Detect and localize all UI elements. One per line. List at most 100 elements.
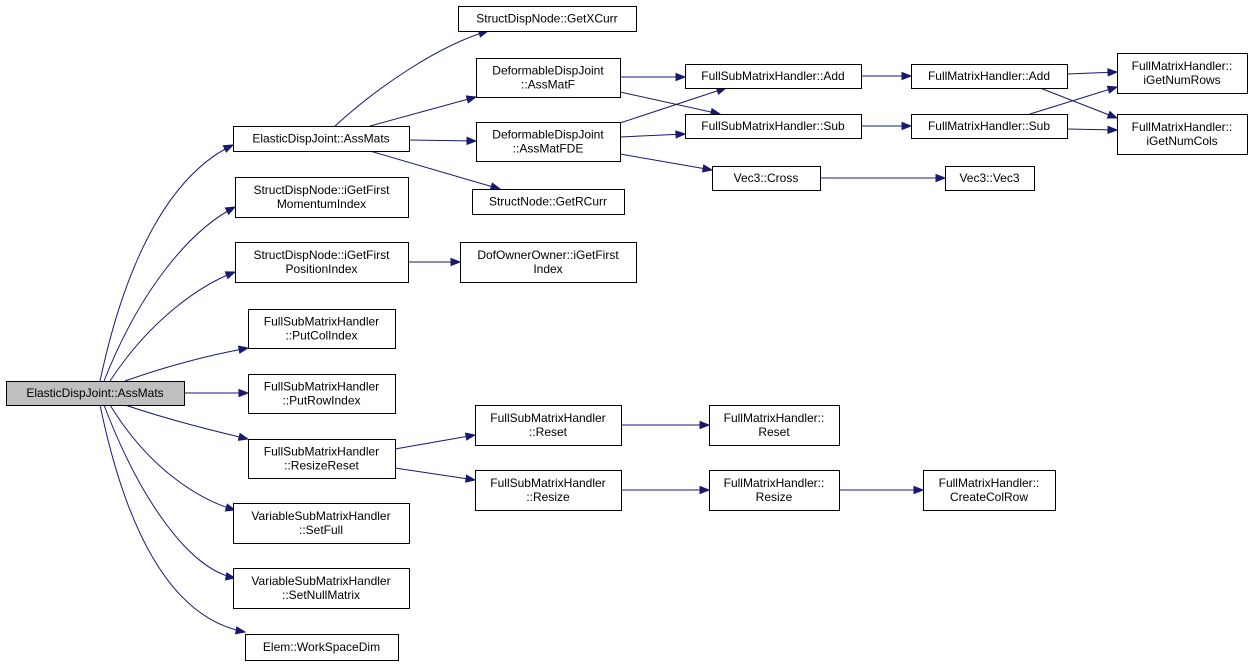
node-label: ::AssMatFDE — [513, 142, 584, 156]
node-box — [472, 189, 625, 215]
edge-fsmh_sub-to-fmh_sub — [861, 121, 913, 131]
node-label: ::AssMatF — [521, 78, 575, 92]
edge-root-to-fsmh_putrowindex — [184, 388, 250, 398]
node-elem_workspacedim[interactable]: Elem::WorkSpaceDim — [245, 634, 399, 661]
node-label: ::SetFull — [299, 523, 343, 537]
node-fsmh_reset[interactable]: FullSubMatrixHandler::Reset — [475, 405, 622, 446]
node-fmh_add[interactable]: FullMatrixHandler::Add — [911, 64, 1068, 89]
node-ddj_assmatfde[interactable]: DeformableDispJoint::AssMatFDE — [476, 122, 621, 162]
node-fmh_igetnumrows[interactable]: FullMatrixHandler::iGetNumRows — [1117, 53, 1248, 94]
node-label: FullSubMatrixHandler — [264, 380, 379, 394]
node-fsmh_putrowindex[interactable]: FullSubMatrixHandler::PutRowIndex — [248, 374, 396, 414]
node-fsmh_resizereset[interactable]: FullSubMatrixHandler::ResizeReset — [248, 439, 396, 479]
edge-fmh_add-to-fmh_igetnumcols — [1039, 87, 1119, 119]
arrowhead — [222, 144, 235, 153]
node-box — [911, 114, 1068, 139]
node-ddj_assmatf[interactable]: DeformableDispJoint::AssMatF — [476, 58, 621, 98]
node-label: DofOwnerOwner::iGetFirst — [477, 248, 619, 262]
arrowhead — [224, 271, 237, 280]
edge-ddj_assmatfde-to-vec3_cross — [619, 153, 714, 173]
call-graph-nodes: ElasticDispJoint::AssMatsElasticDispJoin… — [6, 6, 1248, 661]
arrowhead — [913, 485, 925, 495]
arrowhead — [1107, 68, 1119, 77]
node-label: ElasticDispJoint::AssMats — [252, 132, 389, 146]
node-box — [945, 166, 1035, 191]
node-label: ::PutRowIndex — [282, 394, 360, 408]
node-label: VariableSubMatrixHandler — [251, 574, 390, 588]
arrowhead — [901, 71, 913, 81]
node-label: DeformableDispJoint — [492, 128, 604, 142]
node-sdn_getxcurr[interactable]: StructDispNode::GetXCurr — [458, 6, 637, 32]
edge-root-to-sdn_igetfirstmomentum — [103, 206, 237, 382]
node-fsmh_sub[interactable]: FullSubMatrixHandler::Sub — [685, 114, 862, 139]
node-label: FullSubMatrixHandler — [490, 476, 605, 490]
node-label: Resize — [756, 490, 793, 504]
arrowhead — [1106, 110, 1119, 119]
node-label: MomentumIndex — [277, 197, 366, 211]
arrowhead — [466, 136, 478, 146]
node-label: FullMatrixHandler:: — [939, 476, 1040, 490]
node-fsmh_add[interactable]: FullSubMatrixHandler::Add — [685, 64, 862, 89]
node-vsmh_setfull[interactable]: VariableSubMatrixHandler::SetFull — [233, 503, 410, 544]
node-fsmh_resize[interactable]: FullSubMatrixHandler::Resize — [475, 470, 622, 511]
arrowhead — [464, 474, 477, 483]
node-label: StructDispNode::iGetFirst — [253, 183, 390, 197]
node-edj_assmats[interactable]: ElasticDispJoint::AssMats — [233, 126, 410, 152]
node-box — [245, 634, 399, 661]
edge-root-to-fsmh_resizereset — [124, 404, 250, 441]
arrowhead — [675, 72, 687, 82]
node-label: ::PutColIndex — [285, 329, 357, 343]
arrowhead — [935, 173, 947, 183]
node-box — [475, 470, 622, 511]
edge-ddj_assmatf-to-fsmh_add — [620, 72, 687, 82]
edge-root-to-vsmh_setnullmatrix — [103, 404, 237, 581]
node-box — [709, 405, 840, 446]
arrowhead — [701, 164, 714, 173]
node-box — [476, 122, 621, 162]
node-fmh_resize[interactable]: FullMatrixHandler::Resize — [709, 470, 840, 511]
arrowhead — [489, 182, 502, 191]
arrowhead — [464, 432, 477, 441]
arrowhead — [224, 503, 237, 512]
node-label: ElasticDispJoint::AssMats — [26, 386, 163, 400]
arrowhead — [224, 206, 237, 216]
node-box — [923, 470, 1056, 511]
node-label: VariableSubMatrixHandler — [251, 509, 390, 523]
node-box — [1117, 114, 1248, 155]
node-vec3_cross[interactable]: Vec3::Cross — [712, 166, 821, 191]
arrowhead — [238, 388, 250, 398]
edge-ddj_assmatfde-to-fsmh_sub — [619, 130, 687, 139]
edge-edj_assmats-to-ddj_assmatfde — [408, 136, 478, 146]
node-box — [458, 6, 637, 32]
node-fmh_sub[interactable]: FullMatrixHandler::Sub — [911, 114, 1068, 139]
node-fmh_igetnumcols[interactable]: FullMatrixHandler::iGetNumCols — [1117, 114, 1248, 155]
arrowhead — [237, 345, 250, 354]
arrowhead — [901, 121, 913, 131]
node-box — [712, 166, 821, 191]
arrowhead — [699, 485, 711, 495]
node-label: FullMatrixHandler::Add — [928, 69, 1050, 83]
edge-vec3_cross-to-vec3_vec3 — [820, 173, 947, 183]
node-box — [6, 381, 185, 406]
node-fsmh_putcolindex[interactable]: FullSubMatrixHandler::PutColIndex — [248, 309, 396, 349]
node-box — [235, 242, 409, 283]
node-label: iGetNumRows — [1143, 73, 1220, 87]
node-label: FullMatrixHandler:: — [1132, 120, 1233, 134]
node-fmh_reset[interactable]: FullMatrixHandler::Reset — [709, 405, 840, 446]
node-label: FullSubMatrixHandler::Add — [701, 69, 844, 83]
node-vsmh_setnullmatrix[interactable]: VariableSubMatrixHandler::SetNullMatrix — [233, 568, 410, 609]
edge-fmh_resize-to-fmh_createcolrow — [839, 485, 925, 495]
node-fmh_createcolrow[interactable]: FullMatrixHandler::CreateColRow — [923, 470, 1056, 511]
node-label: StructDispNode::iGetFirst — [253, 248, 390, 262]
node-label: ::Resize — [526, 490, 570, 504]
node-vec3_vec3[interactable]: Vec3::Vec3 — [945, 166, 1035, 191]
node-box — [709, 470, 840, 511]
node-label: Elem::WorkSpaceDim — [263, 640, 380, 654]
call-graph-edges — [99, 29, 1119, 635]
edge-root-to-edj_assmats — [99, 144, 235, 382]
node-sn_getrcurr[interactable]: StructNode::GetRCurr — [472, 189, 625, 215]
node-label: StructDispNode::GetXCurr — [476, 12, 617, 26]
